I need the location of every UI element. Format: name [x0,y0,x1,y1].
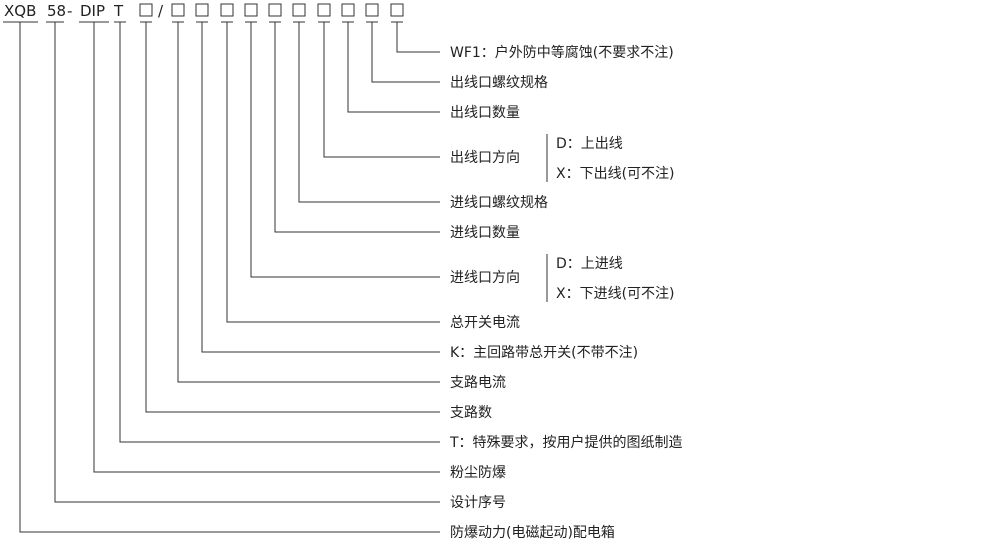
placeholder-box-outlet-thread [365,3,379,17]
label-inlet-count: 进线口数量 [450,225,520,241]
dust-explosion-code: DIP [80,2,105,20]
label-inlet-thread: 进线口螺纹规格 [450,195,548,211]
leader-special [119,22,440,443]
leader-corrosion [396,22,440,53]
code-slash: / [158,2,164,20]
label-outlet-thread: 出线口螺纹规格 [450,75,548,91]
design-number: 58 [47,2,66,20]
code-dash: - [67,2,72,20]
option-inlet-up: D：上进线 [556,256,623,272]
label-corrosion: WF1：户外防中等腐蚀(不要求不注) [450,44,674,61]
placeholder-box-outlet-direction [317,3,331,17]
label-special: T：特殊要求，按用户提供的图纸制造 [449,434,683,451]
label-branch-current: 支路电流 [450,375,506,391]
leader-outlet-direction [323,22,440,158]
leader-inlet-direction [250,22,440,278]
label-outlet-count: 出线口数量 [450,105,520,121]
option-outlet-up: D：上出线 [556,136,623,152]
leader-inlet-count [274,22,440,233]
leader-branch-current [177,22,440,383]
placeholder-box-inlet-count [268,3,282,17]
placeholder-box-inlet-thread [292,3,306,17]
option-outlet-down: X：下出线(可不注) [556,166,675,182]
placeholder-box-main-switch [195,3,209,17]
leader-series [19,22,440,533]
leader-design [54,22,440,503]
label-dust: 粉尘防爆 [450,465,506,481]
placeholder-box-outlet-count [341,3,355,17]
label-main-switch: K：主回路带总开关(不带不注) [450,345,638,361]
label-main-current: 总开关电流 [450,315,520,331]
placeholder-box-branch-current [171,3,185,17]
placeholder-box-branch-count [139,3,153,17]
leader-branch-count [145,22,440,413]
series-code: XQB [4,2,36,20]
placeholder-box-corrosion [390,3,404,17]
placeholder-box-main-current [220,3,234,17]
label-design: 设计序号 [450,495,506,511]
leader-main-current [226,22,440,323]
option-inlet-down: X：下进线(可不注) [556,286,675,302]
leader-outlet-count [347,22,440,113]
special-code: T [113,2,124,20]
leader-outlet-thread [371,22,440,83]
leader-dust [93,22,440,473]
placeholder-box-inlet-direction [244,3,258,17]
label-branch-count: 支路数 [450,405,492,421]
label-outlet-direction: 出线口方向 [450,150,520,166]
label-series: 防爆动力(电磁起动)配电箱 [450,525,615,541]
leader-inlet-thread [298,22,440,203]
label-inlet-direction: 进线口方向 [450,270,520,286]
leader-main-switch [201,22,440,353]
